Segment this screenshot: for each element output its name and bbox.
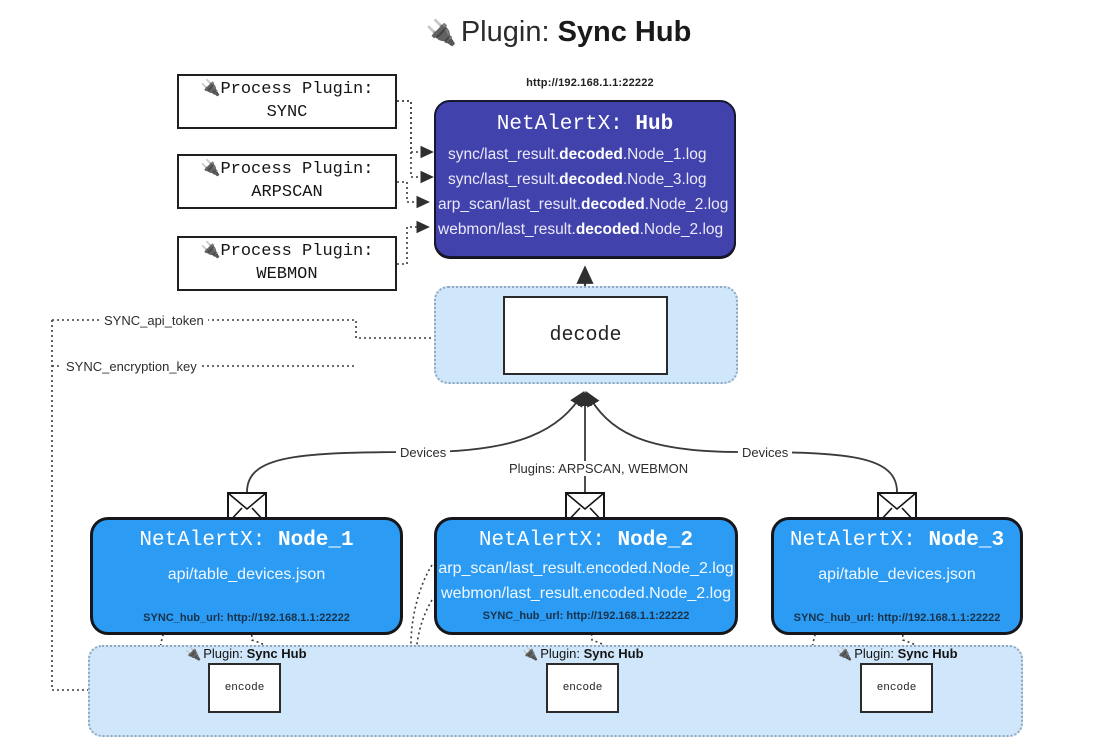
encode-box-1[interactable]: encode: [208, 663, 281, 713]
wire-sync-to-hub-log2: [397, 100, 434, 184]
plug-icon: 🔌: [200, 242, 221, 260]
process-plugin-arpscan-line1: Process Plugin:: [220, 160, 374, 180]
node-2-title: NetAlertX: Node_2: [437, 529, 735, 552]
hub-log-list: sync/last_result.decoded.Node_1.log sync…: [436, 142, 734, 242]
plug-icon: 🔌: [200, 80, 221, 98]
hub-log-bold: decoded: [575, 221, 640, 238]
hub-title-prefix: NetAlertX:: [496, 113, 623, 136]
hub-log-row: sync/last_result.decoded.Node_1.log: [436, 142, 734, 167]
node-2-hub-url-key: SYNC_hub_url:: [482, 610, 564, 622]
hub-log-bold: decoded: [581, 196, 645, 213]
encoder-2-caption: 🔌Plugin: Sync Hub: [522, 646, 644, 662]
encode-box-2[interactable]: encode: [546, 663, 619, 713]
plug-icon: 🔌: [200, 160, 221, 178]
setting-encryption-key-label: SYNC_encryption_key: [62, 359, 201, 374]
node-2-hub-url-val: http://192.168.1.1:22222: [566, 610, 690, 622]
hub-log-row: webmon/last_result.decoded.Node_2.log: [436, 217, 734, 242]
hub-log-post: .Node_2.log: [639, 221, 724, 238]
hub-log-row: sync/last_result.decoded.Node_3.log: [436, 167, 734, 192]
wire-settings-to-encode-band: [51, 320, 102, 697]
encoder-1-caption-prefix: Plugin:: [203, 646, 243, 661]
node-3-line: api/table_devices.json: [818, 566, 976, 583]
process-plugin-arpscan[interactable]: 🔌Process Plugin: ARPSCAN: [177, 154, 397, 209]
node-1-line: api/table_devices.json: [167, 566, 326, 583]
wire-node1-devices-to-decode: [246, 391, 585, 493]
node-3-hub-url-key: SYNC_hub_url:: [793, 612, 875, 624]
page-title-name: Sync Hub: [557, 16, 692, 48]
node-1-title-prefix: NetAlertX:: [139, 529, 266, 552]
node-3-hub-url: SYNC_hub_url: http://192.168.1.1:22222: [774, 612, 1020, 624]
encoder-2-caption-prefix: Plugin:: [540, 646, 580, 661]
wire-node3-devices-to-decode: [585, 391, 898, 493]
hub-log-post: .Node_1.log: [622, 146, 707, 163]
hub-log-pre: arp_scan/last_result.: [438, 196, 582, 213]
encoder-1-caption-name: Sync Hub: [246, 646, 307, 661]
node-2-title-prefix: NetAlertX:: [478, 529, 605, 552]
hub-log-bold: decoded: [559, 171, 623, 188]
hub-node[interactable]: NetAlertX: Hub sync/last_result.decoded.…: [434, 100, 736, 258]
node-1[interactable]: NetAlertX: Node_1 api/table_devices.json…: [90, 517, 403, 635]
page-title: 🔌Plugin: Sync Hub: [0, 16, 1117, 49]
wire-node2-data-to-encode-a: [410, 564, 547, 696]
hub-title: NetAlertX: Hub: [436, 113, 734, 136]
process-plugin-webmon[interactable]: 🔌Process Plugin: WEBMON: [177, 236, 397, 291]
hub-log-pre: sync/last_result.: [448, 171, 560, 188]
hub-log-row: arp_scan/last_result.decoded.Node_2.log: [436, 192, 734, 217]
node-2-hub-url: SYNC_hub_url: http://192.168.1.1:22222: [437, 610, 735, 622]
decode-box[interactable]: decode: [503, 296, 668, 375]
process-plugin-webmon-line2: WEBMON: [256, 265, 318, 284]
edge-label-devices-left: Devices: [396, 445, 451, 460]
plug-icon: 🔌: [185, 646, 202, 661]
node-1-hub-url-val: http://192.168.1.1:22222: [226, 612, 350, 624]
process-plugin-sync-line1: Process Plugin:: [220, 80, 374, 100]
encode-box-1-label: encode: [224, 682, 265, 694]
node-2[interactable]: NetAlertX: Node_2 arp_scan/last_result.e…: [434, 517, 738, 635]
node-1-title-name: Node_1: [278, 529, 354, 552]
edge-label-plugins-center: Plugins: ARPSCAN, WEBMON: [505, 461, 693, 476]
encoder-3-caption: 🔌Plugin: Sync Hub: [836, 646, 958, 662]
decode-label: decode: [549, 324, 622, 347]
node-3-title-prefix: NetAlertX:: [789, 529, 916, 552]
plug-icon: 🔌: [425, 19, 457, 47]
node-3-title: NetAlertX: Node_3: [774, 529, 1020, 552]
hub-log-pre: sync/last_result.: [448, 146, 560, 163]
encode-box-3-label: encode: [876, 682, 917, 694]
wire-webmon-to-hub-log4: [397, 220, 430, 265]
hub-log-post: .Node_2.log: [644, 196, 729, 213]
hub-url-label: http://192.168.1.1:22222: [526, 77, 654, 89]
node-2-line: webmon/last_result.encoded.Node_2.log: [441, 585, 731, 602]
encoder-3-caption-prefix: Plugin:: [854, 646, 894, 661]
edge-label-devices-right: Devices: [738, 445, 793, 460]
hub-log-pre: webmon/last_result.: [438, 221, 576, 238]
encoder-1-caption: 🔌Plugin: Sync Hub: [185, 646, 307, 662]
plug-icon: 🔌: [522, 646, 539, 661]
hub-title-name: Hub: [635, 113, 674, 136]
hub-log-bold: decoded: [559, 146, 623, 163]
node-1-hub-url: SYNC_hub_url: http://192.168.1.1:22222: [93, 612, 400, 624]
hub-log-post: .Node_3.log: [622, 171, 707, 188]
node-1-title: NetAlertX: Node_1: [93, 529, 400, 552]
page-title-prefix: Plugin:: [460, 16, 550, 48]
node-3-title-name: Node_3: [928, 529, 1005, 552]
process-plugin-sync[interactable]: 🔌Process Plugin: SYNC: [177, 74, 397, 129]
encoder-3-caption-name: Sync Hub: [897, 646, 958, 661]
encode-box-3[interactable]: encode: [860, 663, 933, 713]
node-1-hub-url-key: SYNC_hub_url:: [143, 612, 224, 624]
encode-box-2-label: encode: [562, 682, 603, 694]
node-2-title-name: Node_2: [617, 529, 694, 552]
wire-arpscan-to-hub-log3: [397, 181, 430, 209]
process-plugin-webmon-line1: Process Plugin:: [220, 242, 374, 262]
node-2-line: arp_scan/last_result.encoded.Node_2.log: [438, 560, 734, 577]
encoder-2-caption-name: Sync Hub: [583, 646, 644, 661]
setting-api-token-label: SYNC_api_token: [100, 313, 208, 328]
node-3[interactable]: NetAlertX: Node_3 api/table_devices.json…: [771, 517, 1023, 635]
plug-icon: 🔌: [836, 646, 853, 661]
wire-sync-to-hub-log1: [397, 100, 434, 159]
process-plugin-arpscan-line2: ARPSCAN: [251, 183, 323, 202]
process-plugin-sync-line2: SYNC: [266, 103, 308, 122]
node-3-hub-url-val: http://192.168.1.1:22222: [877, 612, 1001, 624]
